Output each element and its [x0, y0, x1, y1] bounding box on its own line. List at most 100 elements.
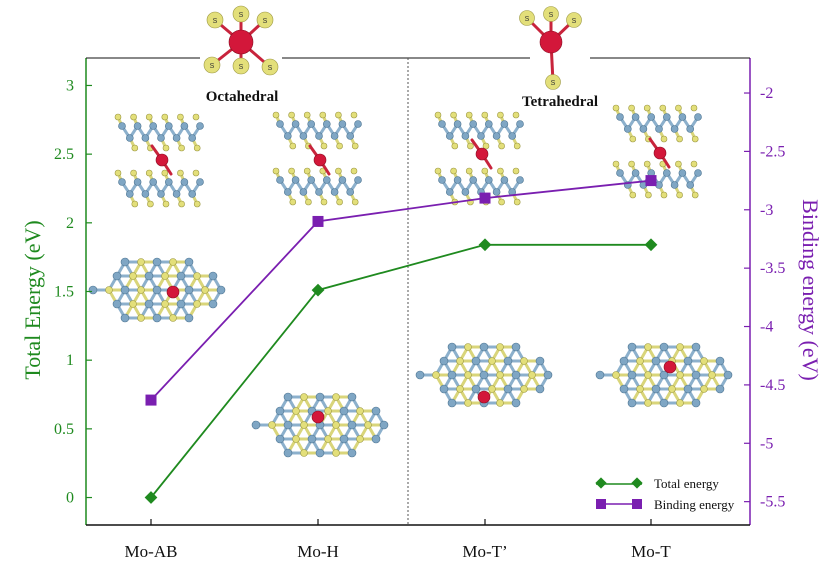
s-atom: [659, 104, 667, 112]
binding-energy-point: [645, 175, 657, 187]
w-atom: [176, 299, 186, 309]
atom-label: S: [213, 18, 218, 25]
total-energy-point: [144, 491, 158, 504]
s-atom: [644, 343, 652, 351]
w-atom: [251, 420, 261, 430]
legend: Total energy Binding energy: [595, 476, 735, 512]
w-atom: [651, 356, 661, 366]
s-atom: [690, 160, 698, 168]
w-atom: [315, 448, 325, 458]
w-atom: [691, 342, 701, 352]
s-atom: [320, 198, 328, 206]
w-atom: [503, 384, 513, 394]
w-atom: [670, 181, 679, 189]
annotation-tetrahedral: Tetrahedral: [522, 94, 598, 110]
s-atom: [161, 300, 169, 308]
right-tick-label: -5.5: [760, 494, 785, 511]
left-tick-label: 3: [66, 77, 74, 94]
w-atom: [511, 370, 521, 380]
s-atom: [675, 104, 682, 112]
w-atom: [471, 356, 481, 366]
s-atom: [496, 399, 504, 407]
s-atom: [456, 357, 464, 365]
w-atom: [346, 132, 355, 140]
s-atom: [289, 142, 297, 150]
w-atom: [686, 181, 695, 189]
w-atom: [180, 178, 189, 186]
s-atom: [268, 421, 276, 429]
w-atom: [678, 169, 687, 177]
s-atom: [145, 113, 153, 121]
s-atom: [690, 104, 698, 112]
s-atom: [450, 167, 457, 175]
w-atom: [694, 113, 702, 121]
w-atom: [188, 190, 196, 198]
s-atom: [177, 113, 184, 121]
s-atom: [675, 160, 682, 168]
s-atom: [496, 371, 504, 379]
s-atom: [456, 385, 464, 393]
s-atom: [129, 300, 137, 308]
w-atom: [338, 176, 347, 184]
atom-label: S: [525, 16, 530, 23]
mo-ab-side-view: [114, 113, 204, 208]
w-atom: [126, 134, 134, 142]
s-atom: [292, 407, 300, 415]
w-atom: [631, 169, 640, 177]
s-atom: [137, 286, 145, 294]
w-atom: [511, 398, 521, 408]
right-tick-label: -2: [760, 85, 773, 102]
w-atom: [346, 188, 355, 196]
atom-label: S: [210, 63, 215, 70]
w-atom: [216, 285, 226, 295]
s-atom: [467, 142, 474, 150]
s-atom: [288, 167, 295, 175]
s-atom: [272, 167, 280, 175]
s-atom: [335, 111, 342, 119]
s-atom: [645, 191, 652, 199]
w-atom: [655, 181, 663, 189]
w-atom: [492, 188, 501, 196]
s-atom: [543, 6, 559, 22]
s-atom: [708, 371, 716, 379]
w-atom: [307, 120, 316, 128]
s-atom: [336, 198, 343, 206]
w-atom: [511, 342, 521, 352]
s-atom: [668, 385, 676, 393]
w-atom: [347, 448, 357, 458]
w-atom: [647, 113, 656, 121]
w-atom: [283, 448, 293, 458]
w-atom: [683, 384, 693, 394]
series-line-total-energy: [150, 243, 651, 499]
s-atom: [512, 167, 520, 175]
s-atom: [498, 142, 505, 150]
w-atom: [112, 299, 122, 309]
w-atom: [184, 285, 194, 295]
s-atom: [644, 399, 652, 407]
binding-energy-point: [479, 192, 491, 204]
w-atom: [283, 420, 293, 430]
mo-atom: [155, 153, 169, 167]
s-atom: [351, 198, 359, 206]
total-energy-point: [478, 238, 492, 252]
s-atom: [676, 343, 684, 351]
atom-label: S: [239, 64, 244, 71]
w-atom: [500, 120, 509, 128]
left-axis-ticks: 00.511.522.53: [54, 77, 92, 507]
s-atom: [464, 399, 472, 407]
w-atom: [479, 370, 489, 380]
w-atom: [415, 370, 425, 380]
s-atom: [629, 191, 637, 199]
s-atom: [612, 371, 620, 379]
x-tick-label: Mo-T: [631, 542, 671, 561]
legend-total-label: Total energy: [654, 476, 719, 491]
w-atom: [315, 392, 325, 402]
s-atom: [691, 135, 699, 143]
mo-t-prime-side-view: [434, 111, 524, 206]
w-atom: [715, 384, 725, 394]
s-atom: [643, 160, 651, 168]
s-atom: [628, 160, 635, 168]
